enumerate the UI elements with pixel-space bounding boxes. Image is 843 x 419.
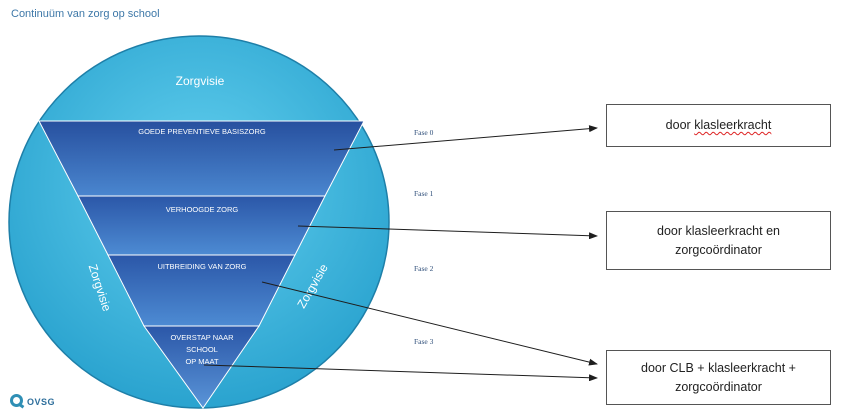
logo-q-icon <box>10 394 23 407</box>
phase-label-3: Fase 3 <box>414 337 434 346</box>
level-label-1: VERHOOGDE ZORG <box>166 205 239 214</box>
responsibility-box-0: door klasleerkracht <box>606 104 831 147</box>
level-label-0: GOEDE PREVENTIEVE BASISZORG <box>138 127 266 136</box>
level-label-2: UITBREIDING VAN ZORG <box>157 262 246 271</box>
ovsg-logo: OVSG <box>10 394 55 407</box>
level-label-3-line-2: SCHOOL <box>186 345 218 354</box>
level-label-3-line-1: OVERSTAP NAAR <box>170 333 234 342</box>
logo-text: OVSG <box>27 397 56 407</box>
box-1-line-2: zorgcoördinator <box>675 242 762 257</box>
box-0-line-1: door <box>665 118 691 132</box>
phase-label-0: Fase 0 <box>414 128 434 137</box>
arrow-fase-2 <box>261 281 598 366</box>
arrow-fase-1 <box>297 225 598 240</box>
arrow-fase-3 <box>203 364 598 382</box>
circle-label-top: Zorgvisie <box>176 74 225 88</box>
box-1-line-1: door klasleerkracht en <box>657 223 780 238</box>
box-0-line-2: klasleerkracht <box>694 118 772 132</box>
responsibility-box-1: door klasleerkracht en zorgcoördinator <box>606 211 831 270</box>
phase-label-1: Fase 1 <box>414 189 434 198</box>
level-band-3 <box>143 325 260 409</box>
box-2-line-1: door CLB + klasleerkracht + <box>641 360 796 375</box>
responsibility-box-2: door CLB + klasleerkracht + zorgcoördina… <box>606 350 831 405</box>
page-title: Continuüm van zorg op school <box>11 8 160 20</box>
box-2-line-2: zorgcoördinator <box>675 379 762 394</box>
arrow-fase-0 <box>333 125 598 151</box>
phase-label-2: Fase 2 <box>414 264 434 273</box>
level-label-3-line-3: OP MAAT <box>185 357 218 366</box>
